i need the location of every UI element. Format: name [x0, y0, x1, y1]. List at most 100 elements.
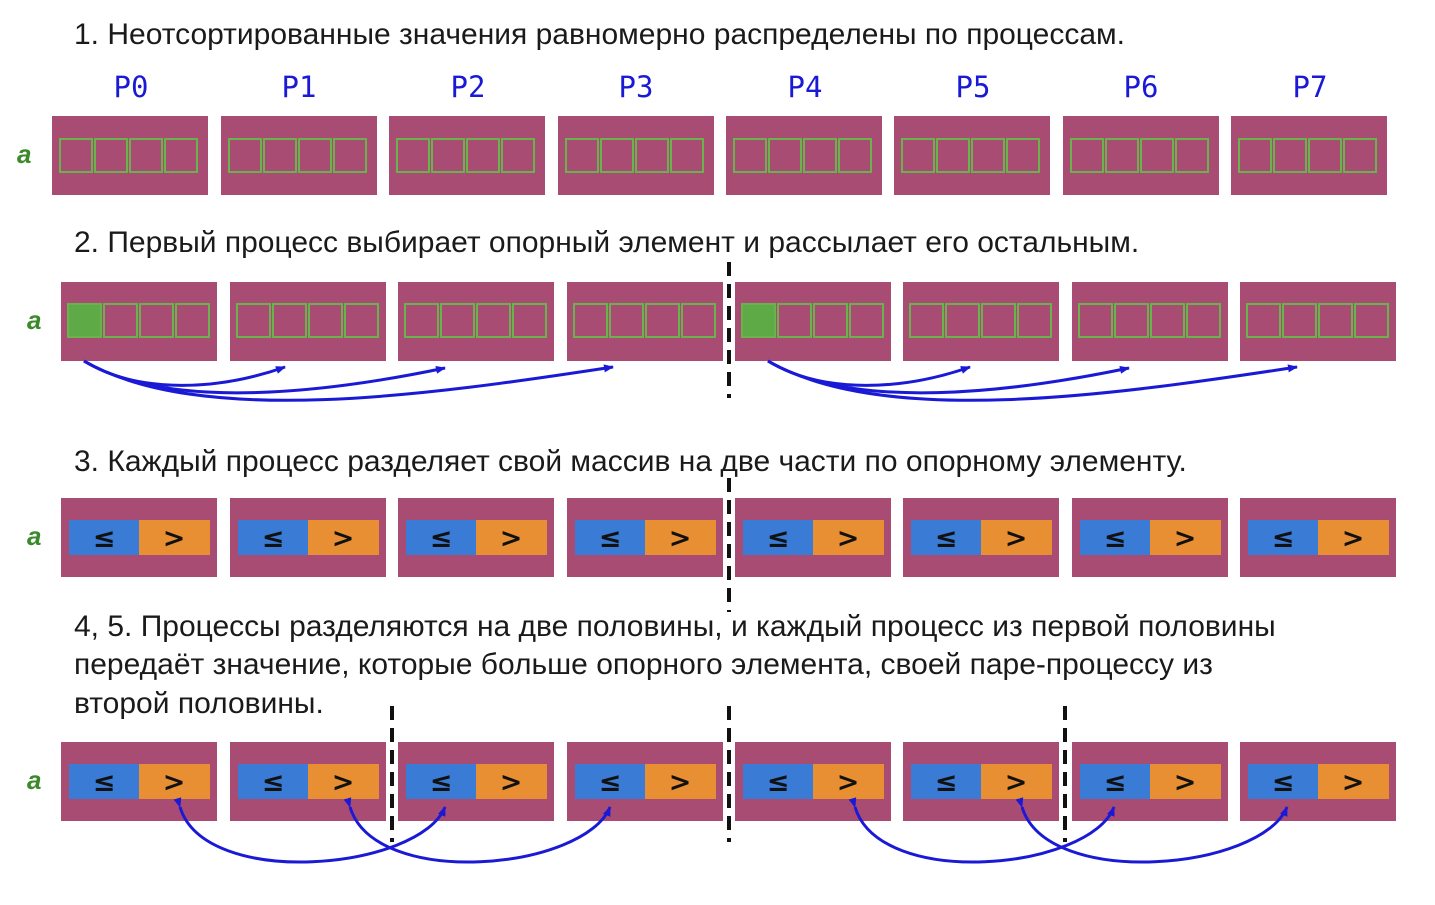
gt-symbol: >	[1005, 523, 1028, 554]
array-cell	[635, 138, 669, 173]
array-cell	[404, 303, 439, 338]
gt-part	[813, 764, 884, 799]
step-3-caption: 3. Каждый процесс разделяет свой массив …	[74, 445, 1187, 478]
array-cell	[466, 138, 500, 173]
array-cell	[512, 303, 547, 338]
gt-part	[645, 520, 716, 555]
gt-symbol: >	[1342, 523, 1365, 554]
array-cell	[1114, 303, 1149, 338]
array-cell	[431, 138, 465, 173]
le-part	[911, 520, 981, 555]
array-cell	[59, 138, 93, 173]
broadcast-arrow	[83, 359, 614, 402]
gt-symbol: >	[1174, 523, 1197, 554]
le-symbol: ≤	[1272, 523, 1295, 554]
le-part	[743, 520, 813, 555]
array-cell	[768, 138, 802, 173]
gt-part	[1318, 764, 1389, 799]
array-cell	[600, 138, 634, 173]
gt-symbol: >	[837, 767, 860, 798]
gt-symbol: >	[1174, 767, 1197, 798]
gt-symbol: >	[163, 523, 186, 554]
step-4-caption-line-1: 4, 5. Процессы разделяются на две полови…	[74, 610, 1276, 643]
array-cell	[681, 303, 716, 338]
array-cell	[936, 138, 970, 173]
le-part	[1080, 764, 1150, 799]
exchange-arrow	[1015, 797, 1289, 864]
le-part	[911, 764, 981, 799]
array-cell	[139, 303, 174, 338]
gt-symbol: >	[332, 523, 355, 554]
array-label-row-1: a	[17, 139, 31, 169]
array-cell	[1318, 303, 1353, 338]
array-cell	[1070, 138, 1104, 173]
broadcast-arrow	[767, 359, 1298, 402]
gt-part	[308, 520, 379, 555]
gt-part	[476, 764, 547, 799]
array-cell	[909, 303, 944, 338]
le-part	[406, 764, 476, 799]
array-cell	[129, 138, 163, 173]
le-symbol: ≤	[767, 523, 790, 554]
array-cell	[901, 138, 935, 173]
array-cell	[164, 138, 198, 173]
gt-part	[981, 520, 1052, 555]
array-cell	[1238, 138, 1272, 173]
process-label-p4: P4	[788, 70, 823, 104]
array-cell	[1308, 138, 1342, 173]
array-label-row-3: a	[27, 521, 41, 551]
le-symbol: ≤	[1104, 523, 1127, 554]
le-part	[1248, 764, 1318, 799]
le-part	[69, 764, 139, 799]
step-4-caption-line-3: второй половины.	[74, 687, 324, 720]
gt-symbol: >	[500, 523, 523, 554]
gt-part	[645, 764, 716, 799]
array-cell	[1186, 303, 1221, 338]
gt-part	[1150, 764, 1221, 799]
array-cell	[777, 303, 812, 338]
array-cell	[476, 303, 511, 338]
process-label-p5: P5	[956, 70, 991, 104]
process-label-p1: P1	[282, 70, 317, 104]
array-cell	[1017, 303, 1052, 338]
le-part	[69, 520, 139, 555]
array-cell	[298, 138, 332, 173]
array-cell	[228, 138, 262, 173]
array-cell	[670, 138, 704, 173]
array-cell	[733, 138, 767, 173]
array-cell	[1078, 303, 1113, 338]
gt-symbol: >	[1005, 767, 1028, 798]
array-cell	[501, 138, 535, 173]
gt-part	[139, 520, 210, 555]
pivot-cell	[67, 303, 102, 338]
gt-symbol: >	[669, 767, 692, 798]
array-cell	[1150, 303, 1185, 338]
exchange-arrow	[848, 797, 1116, 864]
array-cell	[396, 138, 430, 173]
array-cell	[175, 303, 210, 338]
array-cell	[645, 303, 680, 338]
gt-part	[813, 520, 884, 555]
le-symbol: ≤	[430, 767, 453, 798]
gt-part	[139, 764, 210, 799]
gt-symbol: >	[332, 767, 355, 798]
le-symbol: ≤	[262, 523, 285, 554]
process-label-p6: P6	[1124, 70, 1159, 104]
gt-symbol: >	[837, 523, 860, 554]
le-symbol: ≤	[767, 767, 790, 798]
array-cell	[981, 303, 1016, 338]
array-cell	[813, 303, 848, 338]
process-label-p0: P0	[114, 70, 149, 104]
array-cell	[1175, 138, 1209, 173]
gt-symbol: >	[669, 523, 692, 554]
array-cell	[1282, 303, 1317, 338]
exchange-arrow	[343, 797, 612, 864]
le-symbol: ≤	[93, 523, 116, 554]
pivot-cell	[741, 303, 776, 338]
le-symbol: ≤	[430, 523, 453, 554]
array-cell	[308, 303, 343, 338]
gt-part	[1150, 520, 1221, 555]
le-part	[238, 520, 308, 555]
le-part	[1248, 520, 1318, 555]
